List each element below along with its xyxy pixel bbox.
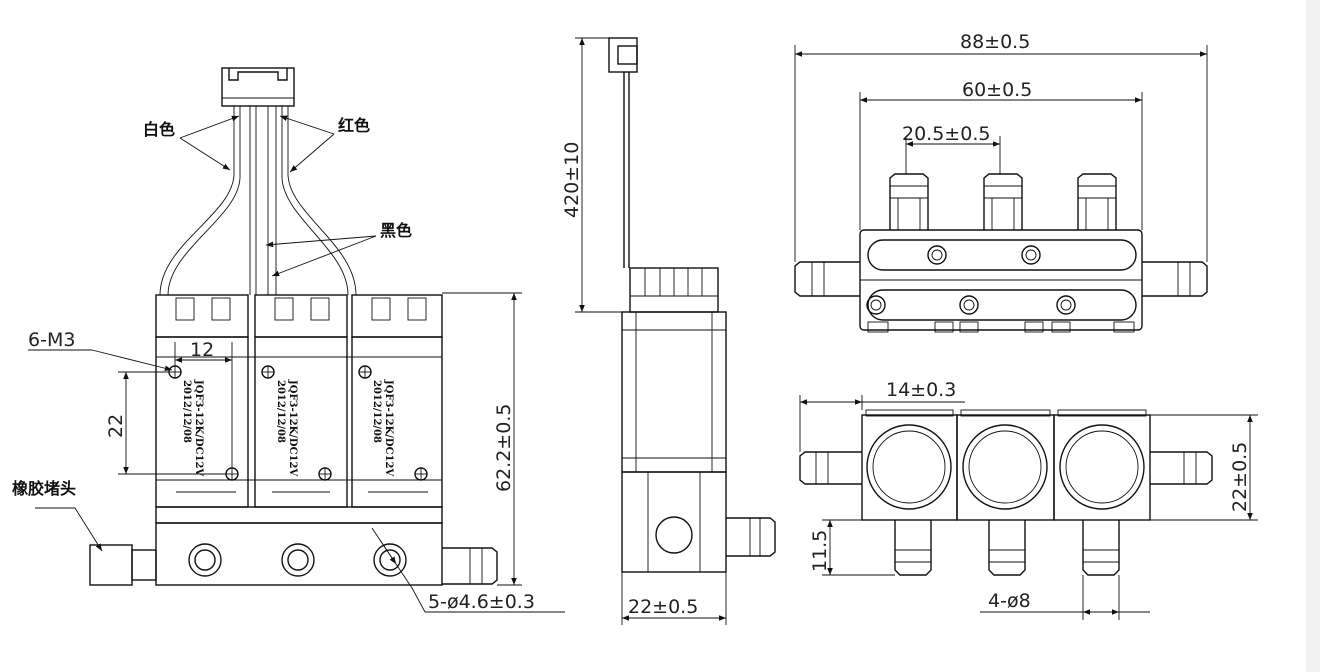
- dim-12: 12: [190, 339, 214, 361]
- coil-2-model: JQF3-12K/DC12V: [287, 379, 298, 476]
- side-body: [621, 311, 776, 573]
- label-black-wire: 黑色: [380, 221, 412, 240]
- coil-caps: [155, 294, 443, 338]
- top-body: [859, 229, 1143, 333]
- side-view: 420±10 22±0.5: [561, 37, 776, 625]
- bottom-body: [861, 409, 1151, 521]
- bottom-view: 14±0.3 22±0.5 11.5 4-ø8: [799, 379, 1258, 620]
- mounting-screws: [168, 365, 428, 481]
- coil-markings: JQF3-12K/DC12V 2012/12/08 JQF3-12K/DC12V…: [181, 379, 394, 476]
- coil-2-date: 2012/12/08: [275, 380, 286, 443]
- dim-14: 14±0.3: [886, 379, 956, 401]
- dim-6-m3: 6-M3: [28, 329, 75, 351]
- dim-11-5: 11.5: [809, 530, 831, 572]
- top-view: 88±0.5 60±0.5 20.5±0.5: [794, 31, 1208, 333]
- dim-22-right: 22±0.5: [1229, 442, 1251, 512]
- coil-3-model: JQF3-12K/DC12V: [383, 379, 394, 476]
- dim-60: 60±0.5: [962, 79, 1032, 101]
- connector: [221, 67, 295, 107]
- coil-3-date: 2012/12/08: [371, 380, 382, 443]
- dim-20-5: 20.5±0.5: [902, 123, 990, 145]
- wire-bundle: [159, 106, 357, 296]
- front-view: JQF3-12K/DC12V 2012/12/08 JQF3-12K/DC12V…: [12, 67, 565, 613]
- bottom-nozzles: [894, 520, 1120, 576]
- dim-22-left: 22: [105, 414, 127, 438]
- dim-22-side: 22±0.5: [628, 596, 698, 618]
- label-rubber-plug: 橡胶堵头: [12, 479, 76, 498]
- dim-5-holes: 5-ø4.6±0.3: [428, 591, 535, 613]
- top-side-ports: [794, 261, 1208, 297]
- label-white-wire: 白色: [143, 120, 175, 139]
- label-red-wire: 红色: [338, 116, 370, 135]
- bottom-dimensions: 14±0.3 22±0.5 11.5 4-ø8: [799, 379, 1258, 620]
- bottom-side-ports: [799, 451, 1213, 485]
- manifold-base: [89, 506, 498, 586]
- side-connector: [608, 37, 638, 268]
- front-dimensions: 6-M3 12 22 62.2±0.5 5-ø4.6±0.3: [28, 292, 565, 613]
- dim-62-2: 62.2±0.5: [493, 404, 515, 492]
- top-nozzles: [889, 173, 1117, 230]
- top-dimensions: 88±0.5 60±0.5 20.5±0.5: [794, 31, 1208, 262]
- side-cap: [629, 267, 719, 313]
- dim-88: 88±0.5: [960, 31, 1030, 53]
- page-edge-strip: [1306, 0, 1320, 672]
- coil-1-model: JQF3-12K/DC12V: [193, 379, 204, 476]
- dim-420: 420±10: [561, 142, 583, 218]
- dim-4-d8: 4-ø8: [988, 590, 1031, 612]
- coil-1-date: 2012/12/08: [181, 380, 192, 443]
- side-dimensions: 420±10 22±0.5: [561, 37, 727, 625]
- wire-color-callouts: 白色 红色 黑色 橡胶堵头: [12, 115, 412, 552]
